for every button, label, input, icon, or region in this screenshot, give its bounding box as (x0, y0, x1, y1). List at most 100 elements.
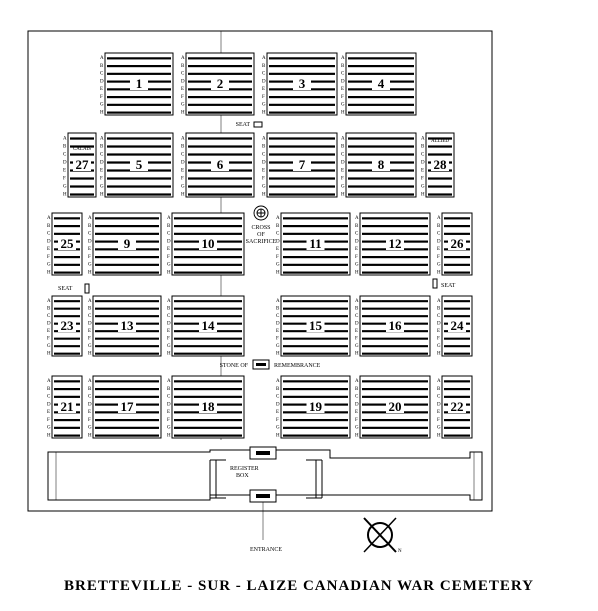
plot-row (283, 256, 348, 259)
row-letter: F (88, 418, 91, 423)
row-letter: C (437, 314, 441, 319)
row-letter: D (181, 79, 185, 84)
plot-number: 18 (202, 399, 216, 414)
row-letter: G (276, 263, 280, 268)
row-letter: H (437, 270, 441, 275)
row-letter: B (276, 224, 280, 229)
row-letter: B (276, 387, 280, 392)
row-letter: G (181, 103, 185, 108)
plot-row (444, 232, 470, 235)
row-letter: G (88, 344, 92, 349)
plot-row (348, 111, 414, 114)
row-letter: D (355, 402, 359, 407)
row-letter: B (355, 224, 359, 229)
plot-row (107, 96, 171, 99)
plot-row (95, 388, 159, 391)
row-letter: G (421, 184, 425, 189)
plot-row (348, 137, 414, 140)
row-letter: E (276, 329, 279, 334)
plot-row (174, 256, 242, 259)
plot-number: 28 (434, 157, 448, 172)
plot-row (269, 111, 335, 114)
plot-row (95, 256, 159, 259)
plot-row (269, 72, 335, 75)
plot-row (188, 111, 252, 114)
register-label: REGISTER (230, 466, 259, 472)
row-letter: F (355, 255, 358, 260)
row-letter: E (341, 168, 344, 173)
plot-row (188, 65, 252, 68)
plot-row (54, 434, 80, 437)
plot-row (95, 380, 159, 383)
plot-number: 13 (121, 318, 135, 333)
plot-number: 7 (299, 157, 306, 172)
svg-text:N: N (398, 549, 402, 554)
plot-row (95, 337, 159, 340)
plot-row (95, 345, 159, 348)
row-letter: A (88, 216, 92, 221)
row-letter: F (88, 255, 91, 260)
row-letter: D (47, 402, 51, 407)
plot-row (95, 232, 159, 235)
plot-row (362, 271, 428, 274)
plot-row (269, 193, 335, 196)
row-letter: G (181, 184, 185, 189)
row-letter: F (341, 176, 344, 181)
row-letter: H (88, 270, 92, 275)
row-letter: C (276, 395, 280, 400)
plot-row (95, 307, 159, 310)
row-letter: A (276, 299, 280, 304)
plot-row (95, 419, 159, 422)
row-letter: E (88, 410, 91, 415)
row-letter: F (167, 418, 170, 423)
row-letter: F (181, 176, 184, 181)
plot-row (174, 225, 242, 228)
row-letter: A (167, 379, 171, 384)
row-letter: C (355, 314, 359, 319)
row-letter: F (100, 176, 103, 181)
row-letter: G (100, 184, 104, 189)
plot-row (54, 217, 80, 220)
row-letter: E (437, 410, 440, 415)
plot-row (444, 263, 470, 266)
plot-row (174, 315, 242, 318)
row-letter: G (355, 344, 359, 349)
plot-row (54, 337, 80, 340)
plot-row (283, 300, 348, 303)
row-letter: D (262, 160, 266, 165)
svg-text:SEAT: SEAT (236, 122, 251, 128)
plot-number: 9 (124, 236, 131, 251)
plot-row (95, 225, 159, 228)
row-letter: H (167, 352, 171, 357)
plot-row (174, 388, 242, 391)
row-letter: A (421, 136, 425, 141)
plot-row (174, 395, 242, 398)
row-letter: D (276, 322, 280, 327)
row-letter: E (167, 247, 170, 252)
row-letter: H (100, 110, 104, 115)
row-letter: B (437, 307, 441, 312)
stone-label-right: REMEMBRANCE (274, 363, 321, 369)
stone-label-left: STONE OF (220, 363, 249, 369)
row-letter: C (262, 152, 266, 157)
row-letter: E (88, 247, 91, 252)
plot-row (428, 145, 452, 148)
plot-number: 10 (202, 236, 215, 251)
plot-row (362, 380, 428, 383)
row-letter: F (355, 418, 358, 423)
plot-row (444, 395, 470, 398)
plot-row (348, 103, 414, 106)
row-letter: B (47, 387, 51, 392)
row-letter: D (100, 79, 104, 84)
row-letter: F (262, 176, 265, 181)
